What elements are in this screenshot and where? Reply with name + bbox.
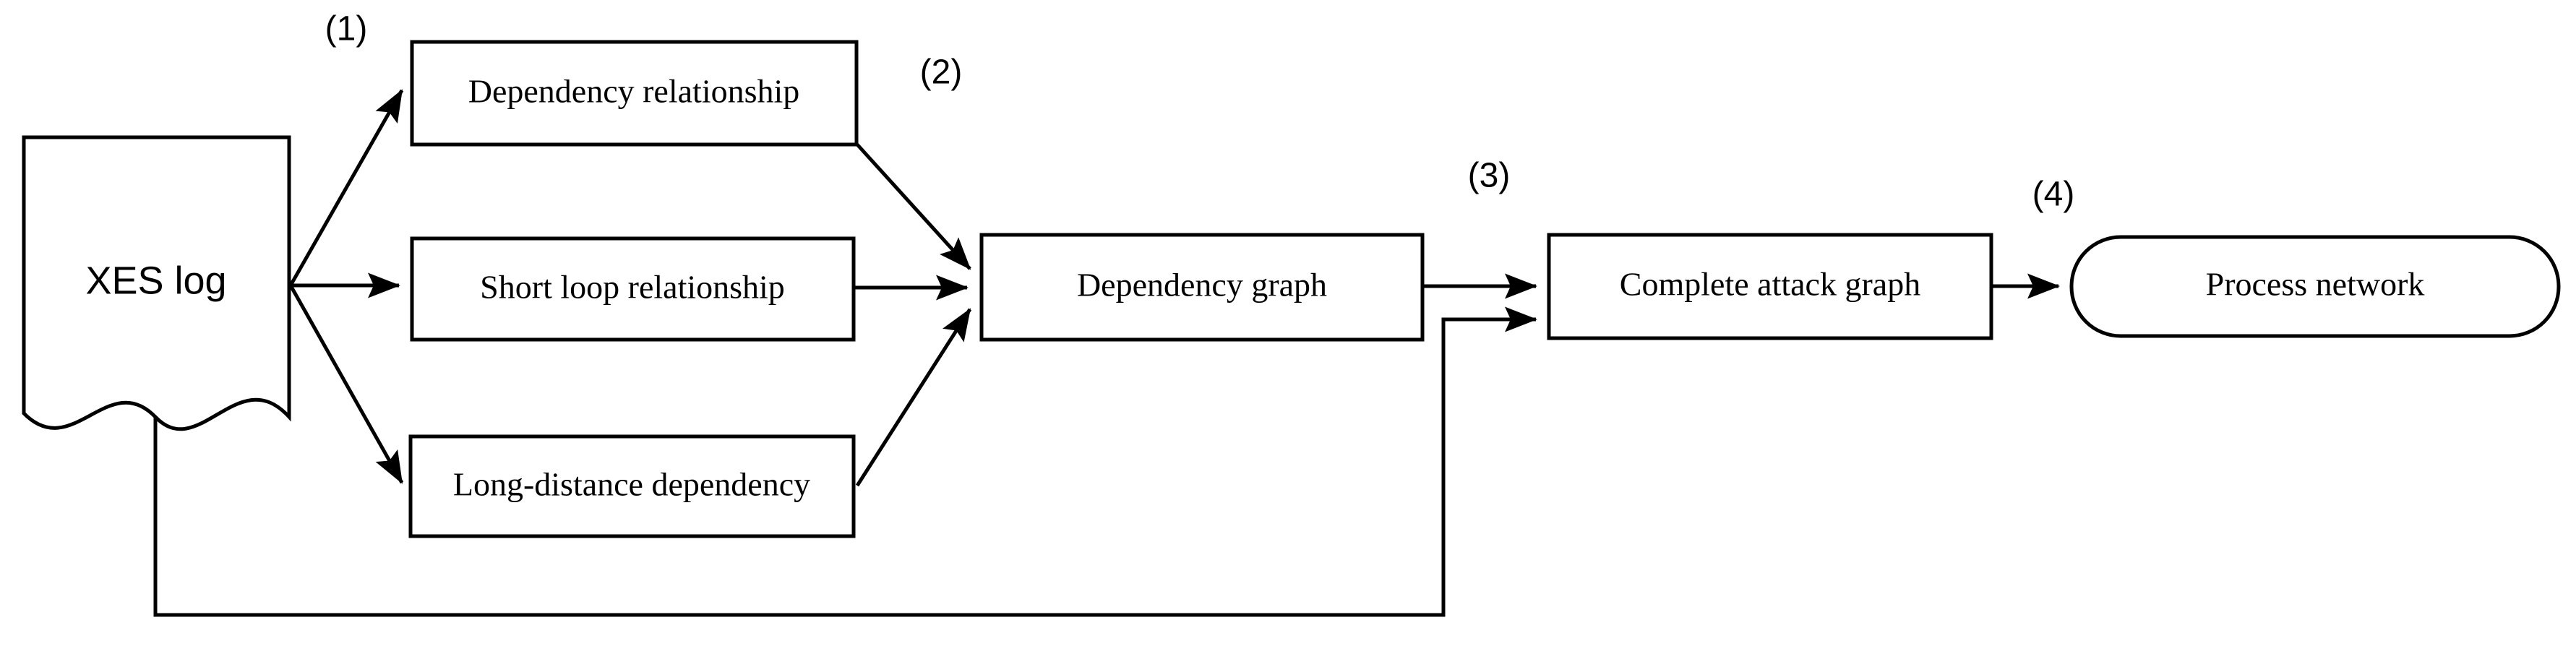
- edge-xeslog-to-dependency-relationship: [288, 89, 404, 287]
- long-distance-dependency-box: [408, 434, 856, 538]
- short-loop-relationship-label: Short loop relationship: [480, 269, 785, 306]
- process-network-stadium-shape: [2069, 235, 2561, 338]
- step-label-2: (2): [920, 53, 963, 92]
- node-dependency-relationship[interactable]: Dependency relationship: [410, 40, 859, 147]
- step-label-4: (4): [2032, 176, 2075, 214]
- node-xes-log[interactable]: XES log: [22, 135, 291, 431]
- node-short-loop-relationship[interactable]: Short loop relationship: [410, 236, 856, 342]
- dependency-graph-label: Dependency graph: [1077, 267, 1327, 303]
- xes-log-label: XES log: [85, 259, 226, 302]
- process-network-label: Process network: [2206, 266, 2425, 303]
- edge-xeslog-feedback-to-complete-attack-graph: [153, 306, 1537, 617]
- node-long-distance-dependency[interactable]: Long-distance dependency: [408, 434, 856, 538]
- short-loop-relationship-box: [410, 236, 856, 342]
- edge-long-distance-dependency-to-dependency-graph: [855, 308, 972, 487]
- node-dependency-graph[interactable]: Dependency graph: [979, 233, 1425, 342]
- node-complete-attack-graph[interactable]: Complete attack graph: [1547, 233, 1993, 340]
- dependency-relationship-label: Dependency relationship: [468, 73, 800, 110]
- complete-attack-graph-label: Complete attack graph: [1620, 266, 1920, 303]
- node-process-network[interactable]: Process network: [2069, 235, 2561, 338]
- step-label-3: (3): [1468, 157, 1511, 195]
- edge-dependency-relationship-to-dependency-graph: [856, 143, 971, 270]
- xes-log-document-shape: [22, 135, 291, 431]
- step-label-1: (1): [325, 10, 368, 48]
- dependency-graph-box: [979, 233, 1425, 342]
- long-distance-dependency-label: Long-distance dependency: [453, 466, 810, 503]
- edge-xeslog-to-long-distance-dependency: [288, 284, 404, 484]
- dependency-relationship-box: [410, 40, 859, 147]
- complete-attack-graph-box: [1547, 233, 1993, 340]
